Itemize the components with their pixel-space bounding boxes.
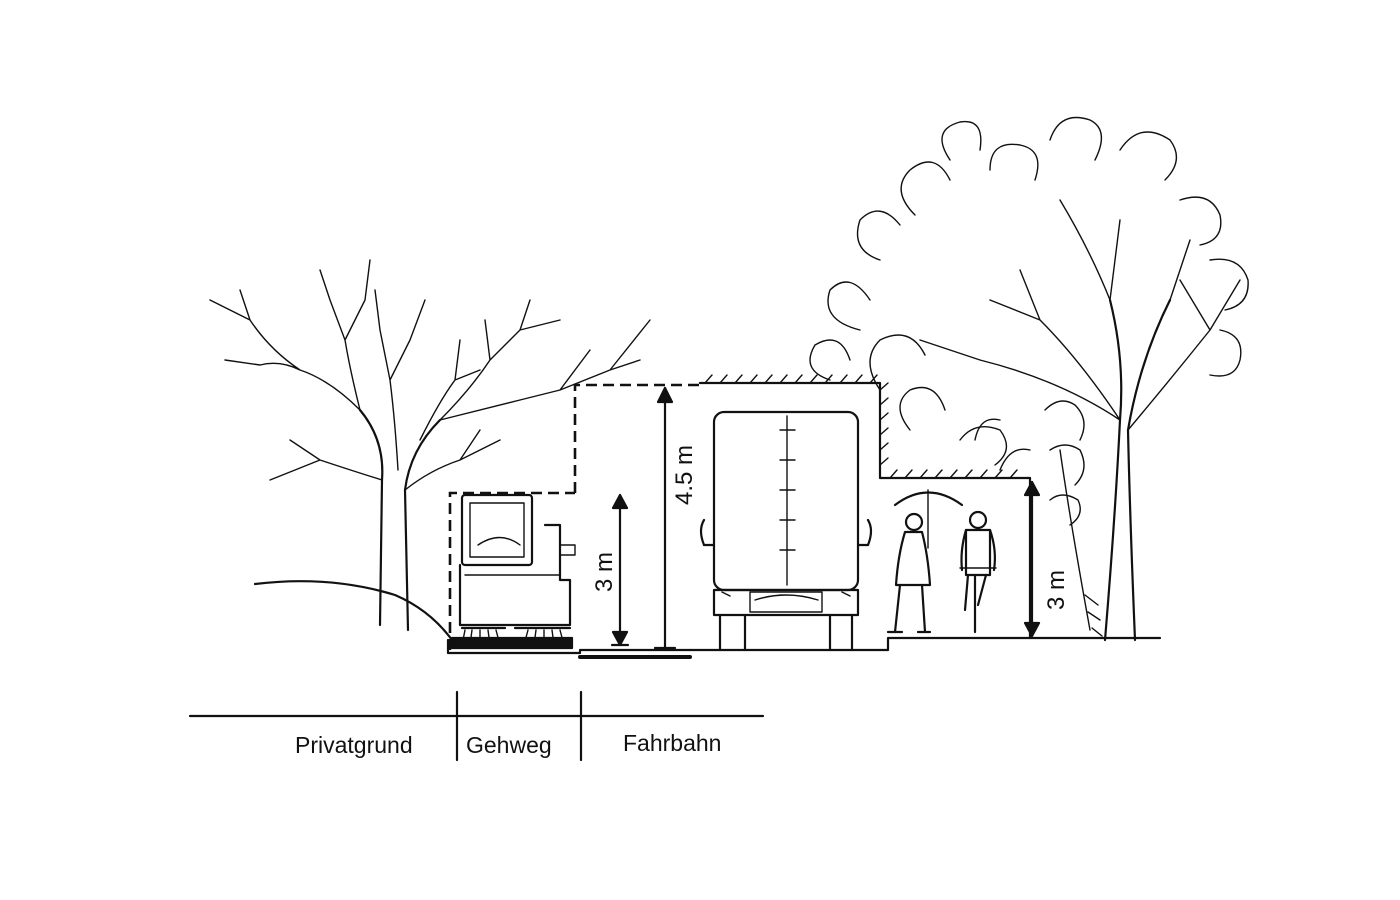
leafy-tree-right	[809, 116, 1249, 642]
label-sidewalk-height: 3 m	[591, 552, 618, 592]
bare-tree-left	[209, 259, 651, 632]
dimension-sidewalk	[610, 493, 630, 647]
street-sweeper-vehicle	[450, 493, 576, 650]
ground	[253, 580, 1162, 659]
zone-axis	[188, 690, 765, 762]
cyclist	[959, 510, 997, 634]
clearance-profile-sidewalk	[448, 491, 575, 650]
zone-label-private: Privatgrund	[295, 732, 413, 758]
zone-label-roadway: Fahrbahn	[623, 730, 722, 756]
truck-rear	[699, 410, 873, 652]
pedestrian-with-umbrella	[886, 489, 964, 634]
label-path-height: 3 m	[1043, 570, 1070, 610]
clearance-profile-roadway	[573, 374, 1032, 640]
dimension-roadway	[653, 386, 677, 652]
dimension-path	[1023, 480, 1041, 638]
zone-label-sidewalk: Gehweg	[466, 732, 552, 758]
label-roadway-height: 4.5 m	[671, 445, 698, 505]
